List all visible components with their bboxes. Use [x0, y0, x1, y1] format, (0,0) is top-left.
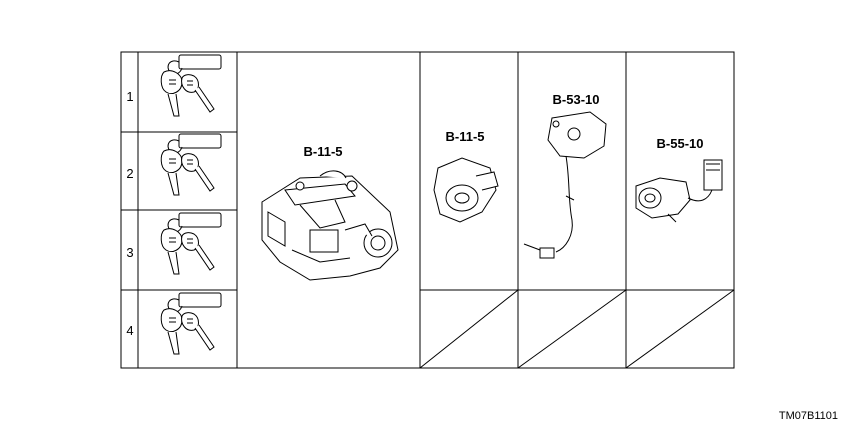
part-label-door-cylinder: B-55-10	[657, 136, 704, 151]
row-number-3: 3	[126, 245, 133, 260]
diagram-code: TM07B1101	[779, 410, 838, 422]
key-set-row-4	[160, 292, 222, 355]
key-set-row-3	[160, 212, 222, 275]
table-grid	[120, 51, 735, 369]
part-label-immobilizer: B-11-5	[445, 129, 484, 144]
immobilizer-receiver-drawing	[433, 157, 499, 223]
part-label-ignition-switch: B-11-5	[303, 144, 342, 159]
row-number-1: 1	[126, 89, 133, 104]
row-number-2: 2	[126, 166, 133, 181]
ignition-switch-assembly-drawing	[261, 170, 399, 281]
door-cylinder-switch-drawing	[635, 159, 723, 223]
part-label-interlock-sensor: B-53-10	[553, 92, 600, 107]
key-interlock-sensor-drawing	[523, 111, 607, 259]
row-number-4: 4	[126, 323, 133, 338]
key-set-row-2	[160, 133, 222, 196]
key-set-row-1	[160, 54, 222, 117]
